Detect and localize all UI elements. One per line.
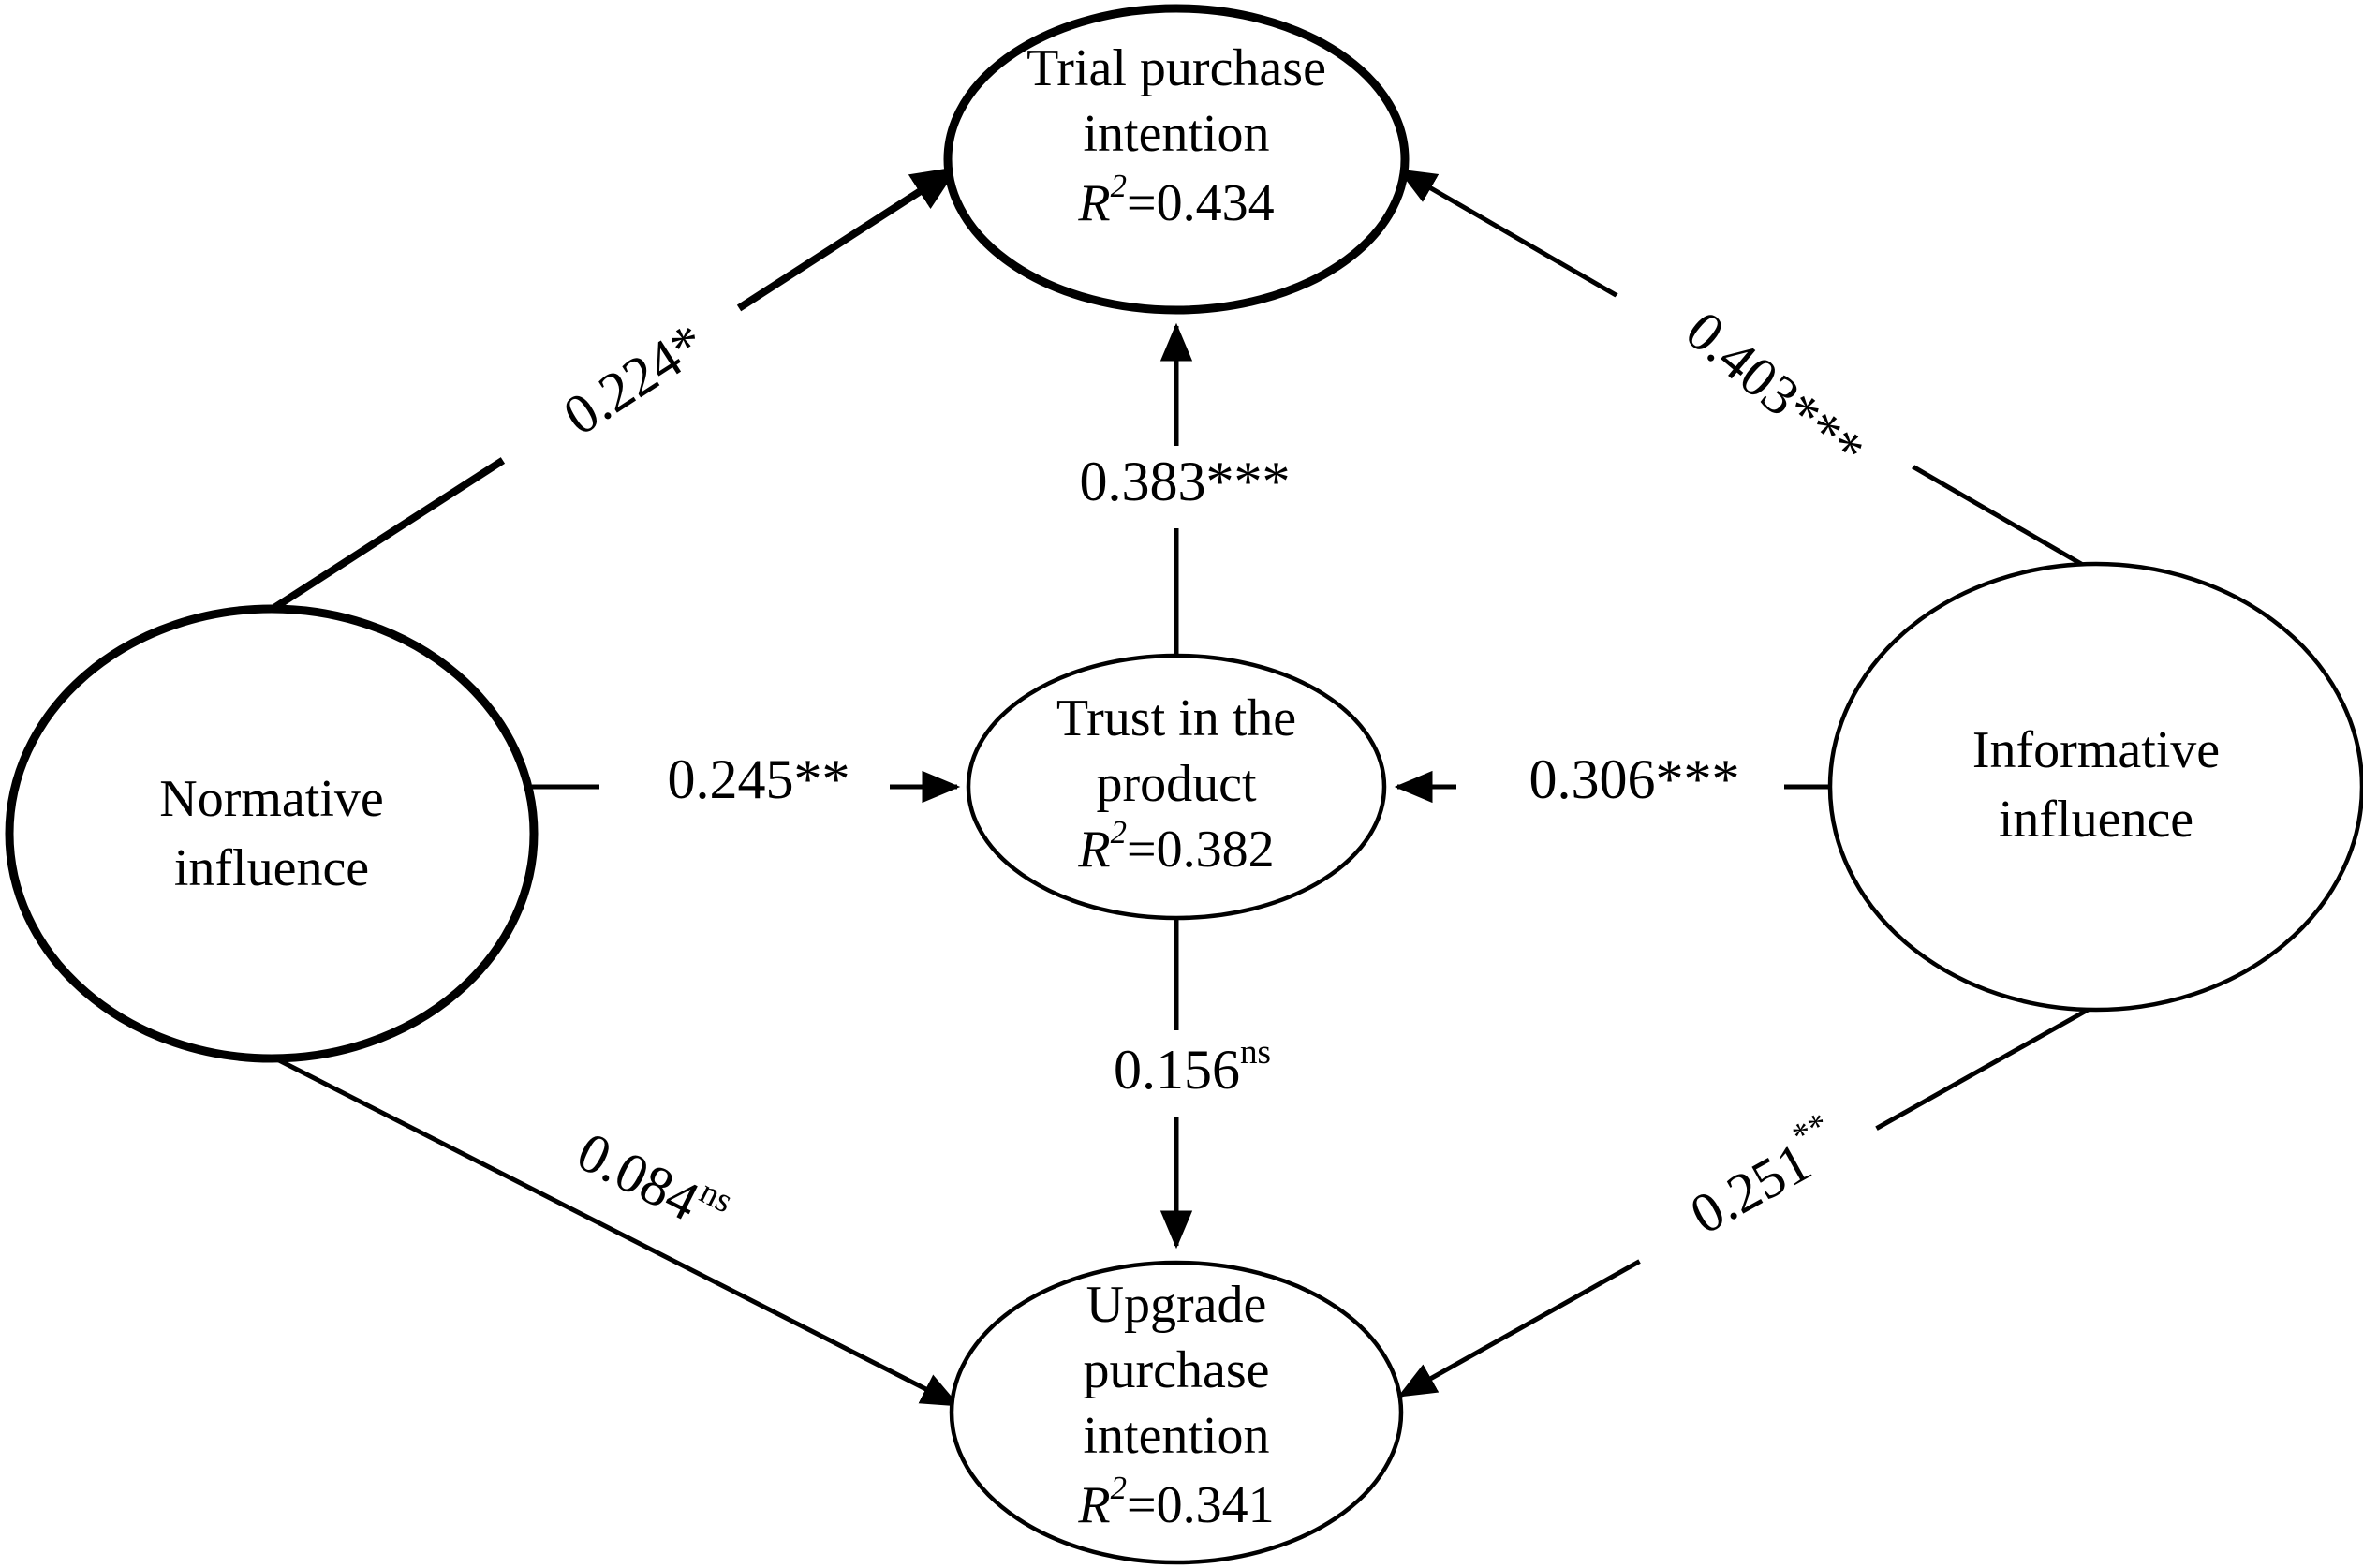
label-backdrop-0224 xyxy=(486,282,765,501)
node-trust-in-the-product-line2: product xyxy=(1096,755,1257,813)
edge-label-normative-to-trust: 0.245** xyxy=(569,744,921,826)
label-backdrop-0251 xyxy=(1615,1086,1896,1294)
edge-significance-0245: ** xyxy=(794,748,850,810)
r2-exponent-upgrade: 2 xyxy=(1111,1470,1127,1506)
label-backdrop-0403 xyxy=(1606,247,1915,525)
r2-exponent-trial: 2 xyxy=(1111,168,1127,204)
edge-coefficient-0306: 0.306 xyxy=(1529,748,1656,810)
node-informative-influence-line1: Informative xyxy=(1972,721,2220,779)
edge-coefficient-0245: 0.245 xyxy=(668,748,794,810)
node-normative-influence-line1: Normative xyxy=(159,770,383,828)
edge-label-informative-to-trust: 0.306*** xyxy=(1431,744,1810,826)
node-informative-influence-shape[interactable] xyxy=(1827,561,2363,1013)
node-informative-influence[interactable]: Informative influence xyxy=(1827,561,2363,1013)
edge-coefficient-0156: 0.156 xyxy=(1114,1039,1240,1101)
label-backdrop-0306 xyxy=(1456,744,1784,826)
node-trial-purchase-intention-shape[interactable] xyxy=(943,4,1410,315)
label-backdrop-0084 xyxy=(493,1078,783,1283)
node-upgrade-purchase-intention-line1: Upgrade xyxy=(1086,1276,1267,1334)
edge-label-text-0245: 0.245** xyxy=(569,748,921,810)
edge-label-text-0156: 0.156ns xyxy=(1015,1018,1341,1101)
node-trial-purchase-intention-line1: Trial purchase xyxy=(1026,39,1326,97)
edge-significance-0383: *** xyxy=(1206,451,1291,512)
r2-symbol-trust: R xyxy=(1077,821,1110,879)
node-trial-purchase-intention-line2: intention xyxy=(1083,105,1269,163)
node-normative-influence[interactable]: Normative influence xyxy=(5,604,539,1063)
label-backdrop-0245 xyxy=(599,744,890,826)
node-trust-in-the-product-line1: Trust in the xyxy=(1056,689,1296,747)
node-trust-in-the-product-r2: R2=0.382 xyxy=(1077,814,1274,879)
edge-significance-0156: ns xyxy=(1240,1033,1271,1072)
edge-significance-0306: *** xyxy=(1656,748,1740,810)
node-trial-purchase-intention[interactable]: Trial purchase intention R2=0.434 xyxy=(943,4,1410,315)
r2-value-trial: =0.434 xyxy=(1127,174,1275,232)
r2-symbol-trial: R xyxy=(1077,174,1110,232)
r2-value-trust: =0.382 xyxy=(1127,821,1275,879)
edge-label-text-0306: 0.306*** xyxy=(1431,748,1810,810)
edge-label-text-0403: 0.403*** xyxy=(1600,236,1930,527)
edge-line-normative-to-upgrade xyxy=(270,1054,960,1408)
edge-label-text-0383: 0.383*** xyxy=(982,451,1361,512)
node-trust-in-the-product-shape[interactable] xyxy=(966,653,1387,921)
node-informative-influence-line2: influence xyxy=(1999,791,2193,849)
node-upgrade-purchase-intention[interactable]: Upgrade purchase intention R2=0.341 xyxy=(949,1260,1404,1565)
node-trial-purchase-intention-r2: R2=0.434 xyxy=(1077,168,1274,232)
edge-label-informative-to-trial: 0.403*** xyxy=(1600,236,1930,527)
edge-label-text-0224: 0.224* xyxy=(470,274,775,500)
edge-label-normative-to-trial: 0.224* xyxy=(470,274,775,501)
node-upgrade-purchase-intention-line2: purchase xyxy=(1083,1341,1269,1399)
label-backdrop-0156 xyxy=(1047,1030,1309,1117)
node-normative-influence-shape[interactable] xyxy=(5,604,539,1063)
r2-symbol-upgrade: R xyxy=(1077,1476,1110,1534)
r2-value-upgrade: =0.341 xyxy=(1127,1476,1275,1534)
node-trust-in-the-product[interactable]: Trust in the product R2=0.382 xyxy=(966,653,1387,921)
edge-label-informative-to-upgrade: 0.251** xyxy=(1615,1086,1896,1294)
node-upgrade-purchase-intention-shape[interactable] xyxy=(949,1260,1404,1565)
node-upgrade-purchase-intention-r2: R2=0.341 xyxy=(1077,1470,1274,1534)
label-backdrop-0383 xyxy=(1007,446,1335,528)
edge-normative-to-upgrade xyxy=(270,1054,960,1408)
edge-coefficient-0383: 0.383 xyxy=(1080,451,1206,512)
edge-label-trust-to-trial: 0.383*** xyxy=(982,446,1361,528)
edge-label-trust-to-upgrade: 0.156ns xyxy=(1015,1018,1341,1117)
edge-label-normative-to-upgrade: 0.084ns xyxy=(493,1078,783,1283)
node-normative-influence-line2: influence xyxy=(174,839,369,897)
node-upgrade-purchase-intention-line3: intention xyxy=(1083,1407,1269,1465)
r2-exponent-trust: 2 xyxy=(1111,814,1127,851)
